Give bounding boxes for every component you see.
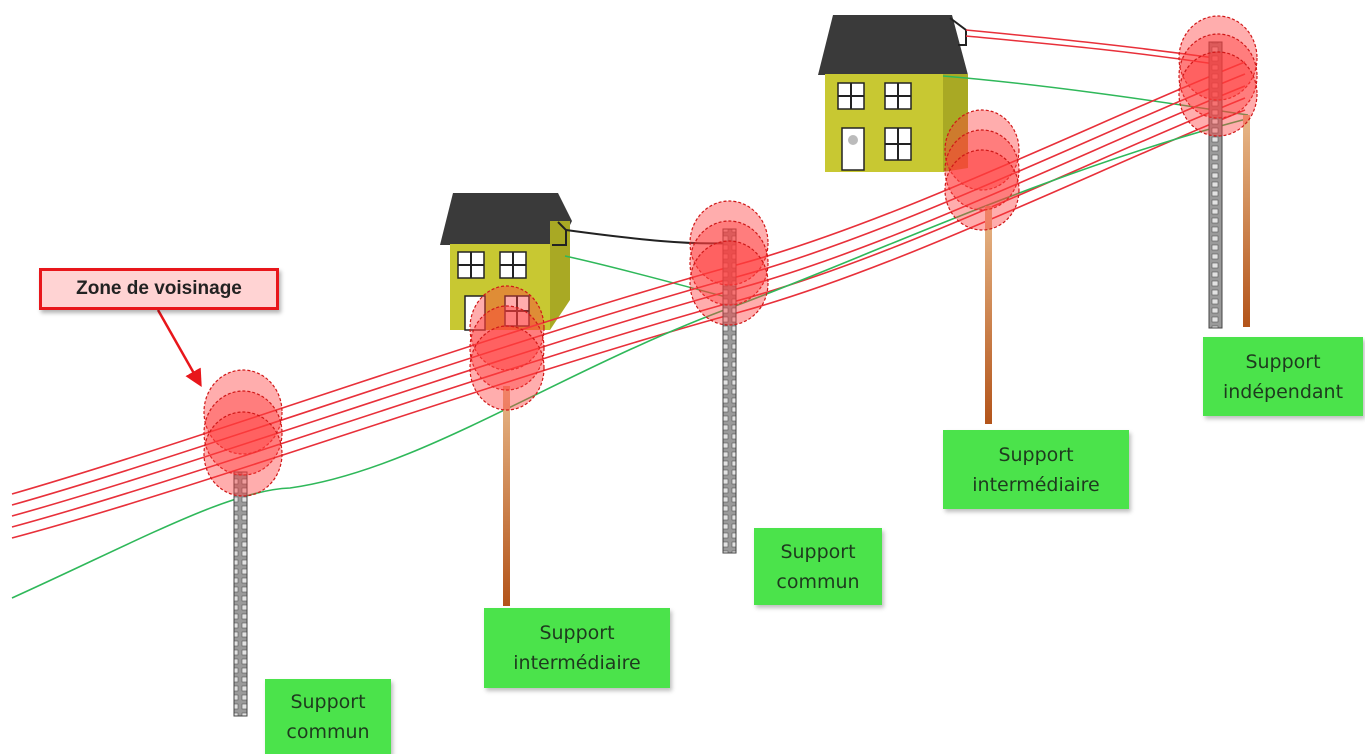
support-label-line1: Support — [539, 622, 615, 644]
house-icon — [440, 193, 572, 331]
zone-de-voisinage-5 — [1178, 15, 1258, 137]
support-label-3: Support commun — [754, 528, 882, 605]
concrete-pole-icon — [1208, 41, 1223, 329]
support-label-5: Support indépendant — [1203, 337, 1363, 416]
zone-de-voisinage-2 — [469, 285, 545, 411]
wooden-pole-icon — [985, 206, 992, 424]
wooden-pole-icon — [1243, 115, 1250, 327]
concrete-pole-icon — [722, 228, 737, 554]
support-label-line1: Support — [1245, 350, 1321, 373]
house-icon — [818, 15, 968, 172]
service-drop-line — [965, 29, 1216, 59]
zone-de-voisinage-4 — [944, 109, 1020, 231]
telecom-drop-line — [564, 255, 731, 299]
telecom-line — [11, 117, 1251, 599]
support-label-line1: Support — [780, 540, 856, 563]
support-label-line2: commun — [776, 570, 860, 593]
zone-de-voisinage-3 — [689, 200, 769, 326]
support-label-line2: intermédiaire — [972, 473, 1100, 496]
support-label-2: Support intermédiaire — [484, 608, 670, 688]
support-label-line1: Support — [998, 443, 1074, 466]
arrow-icon — [156, 309, 202, 388]
service-drop-line — [965, 35, 1216, 65]
support-label-line2: indépendant — [1222, 380, 1344, 403]
support-label-4: Support intermédiaire — [943, 430, 1129, 509]
concrete-pole-icon — [233, 471, 248, 717]
support-label-line2: commun — [286, 720, 370, 743]
support-label-line1: Support — [290, 690, 366, 713]
zone-de-voisinage-label: Zone de voisinage — [39, 268, 279, 310]
support-label-line2: intermédiaire — [513, 652, 641, 674]
support-label-1: Support commun — [265, 679, 391, 754]
zone-de-voisinage-1 — [203, 369, 283, 497]
wooden-pole-icon — [503, 386, 510, 606]
